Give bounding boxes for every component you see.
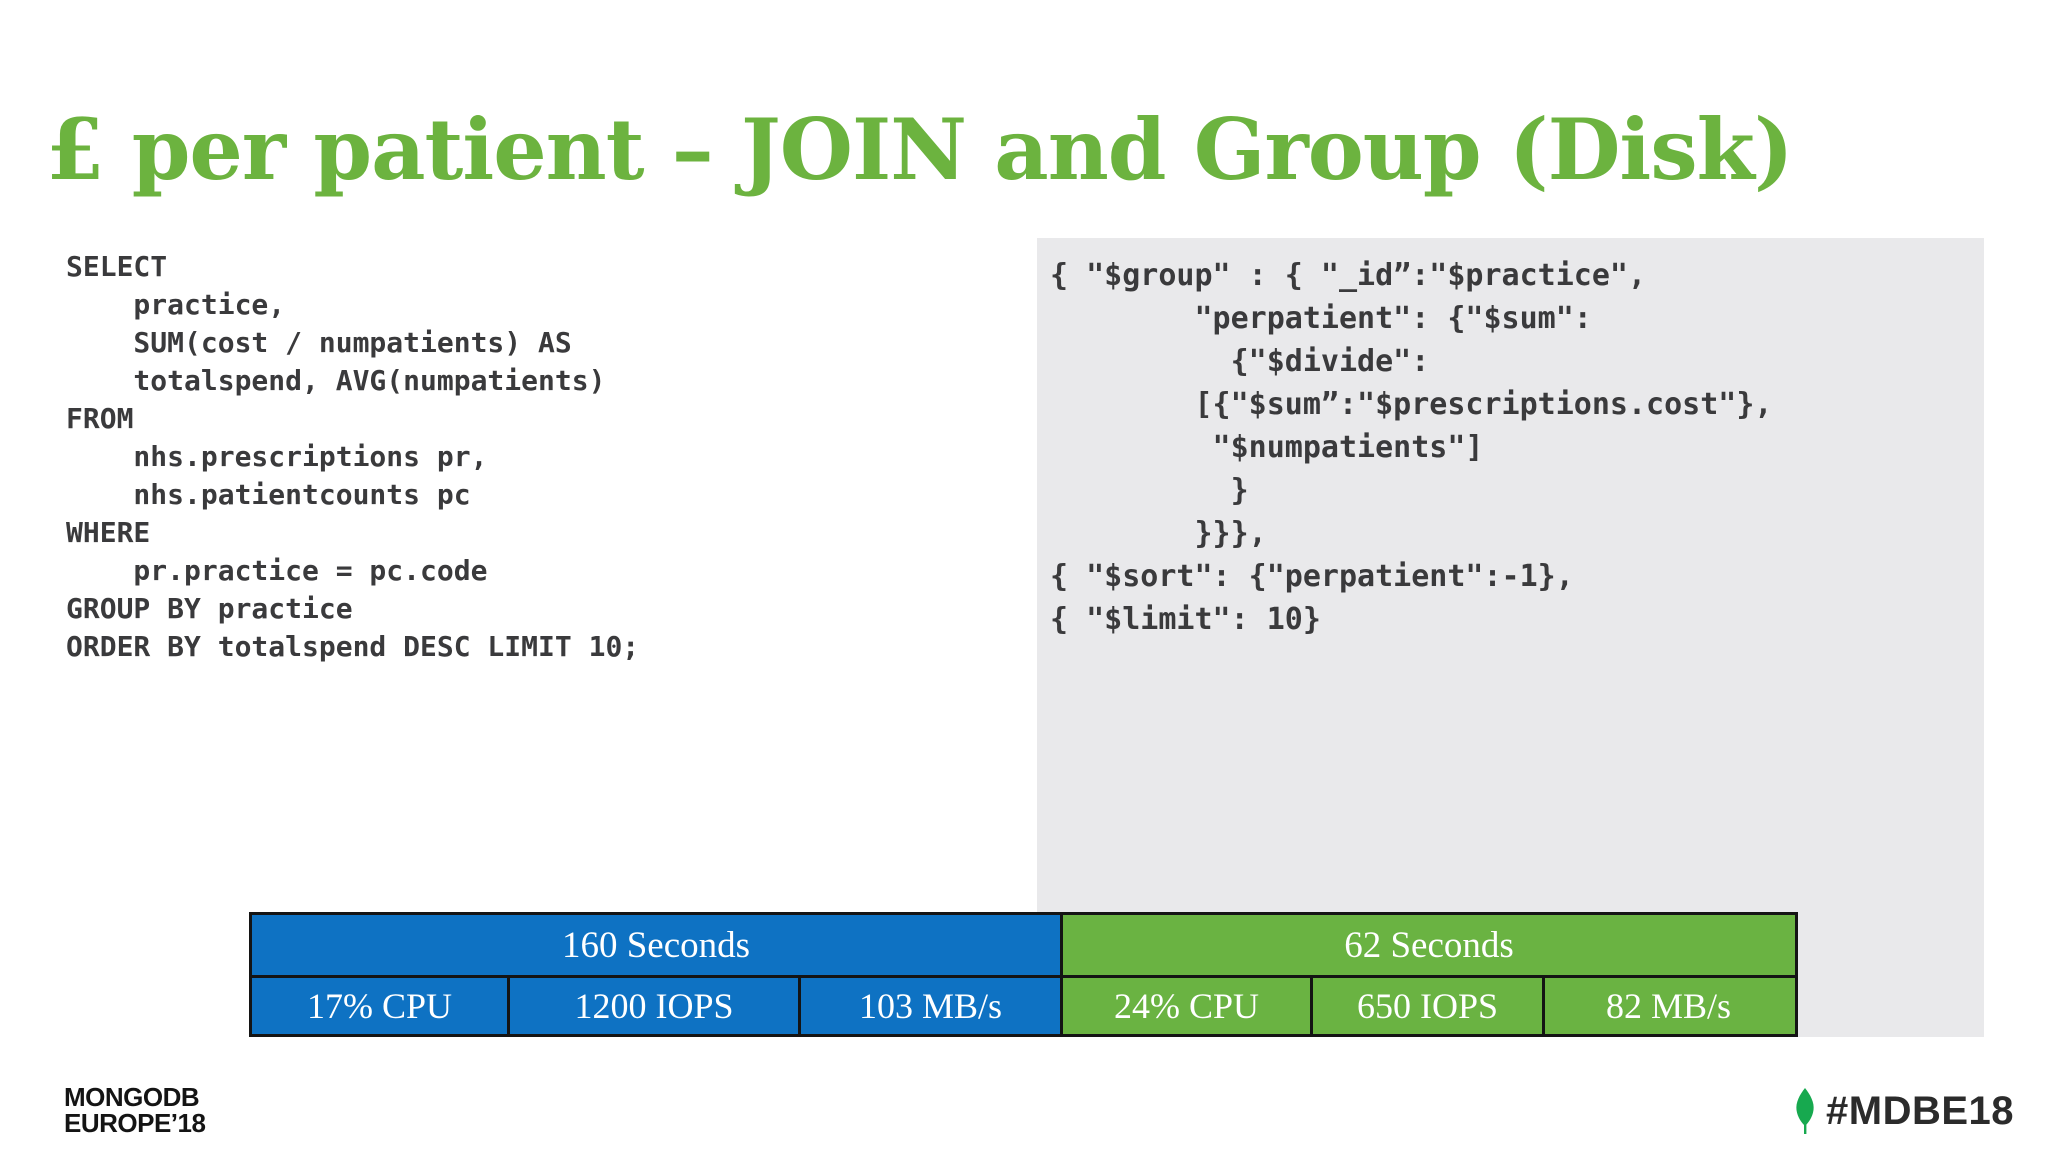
slide-title: £ per patient – JOIN and Group (Disk): [46, 100, 1794, 200]
results-sql-column: 160 Seconds 17% CPU 1200 IOPS 103 MB/s: [252, 915, 1063, 1034]
sql-metrics-row: 17% CPU 1200 IOPS 103 MB/s: [252, 978, 1060, 1034]
mongo-code-block: { "$group" : { "_id”:"$practice", "perpa…: [1050, 258, 1773, 637]
mongo-metrics-row: 24% CPU 650 IOPS 82 MB/s: [1063, 978, 1795, 1034]
results-mongo-column: 62 Seconds 24% CPU 650 IOPS 82 MB/s: [1063, 915, 1795, 1034]
mongodb-leaf-icon: [1796, 1088, 1814, 1134]
mongo-iops-cell: 650 IOPS: [1313, 978, 1545, 1034]
sql-cpu-cell: 17% CPU: [252, 978, 511, 1034]
event-logo: MONGODB EUROPE’18: [64, 1082, 206, 1138]
sql-code-block: SELECT practice, SUM(cost / numpatients)…: [66, 250, 640, 663]
event-logo-line2: EUROPE’18: [64, 1108, 206, 1138]
mongo-throughput-cell: 82 MB/s: [1605, 986, 1732, 1026]
mongo-duration-header: 62 Seconds: [1063, 915, 1795, 978]
hashtag-label: #MDBE18: [1826, 1088, 2015, 1133]
sql-duration-header: 160 Seconds: [252, 915, 1060, 978]
mongo-aggregation-panel: { "$group" : { "_id”:"$practice", "perpa…: [1037, 238, 1984, 1037]
sql-iops-cell: 1200 IOPS: [510, 978, 801, 1034]
sql-throughput-cell: 103 MB/s: [858, 986, 1002, 1026]
hashtag-group: #MDBE18: [1794, 1088, 2014, 1134]
event-logo-line1: MONGODB: [64, 1082, 200, 1112]
results-table: 160 Seconds 17% CPU 1200 IOPS 103 MB/s 6…: [249, 912, 1798, 1037]
mongo-cpu-cell: 24% CPU: [1063, 978, 1313, 1034]
